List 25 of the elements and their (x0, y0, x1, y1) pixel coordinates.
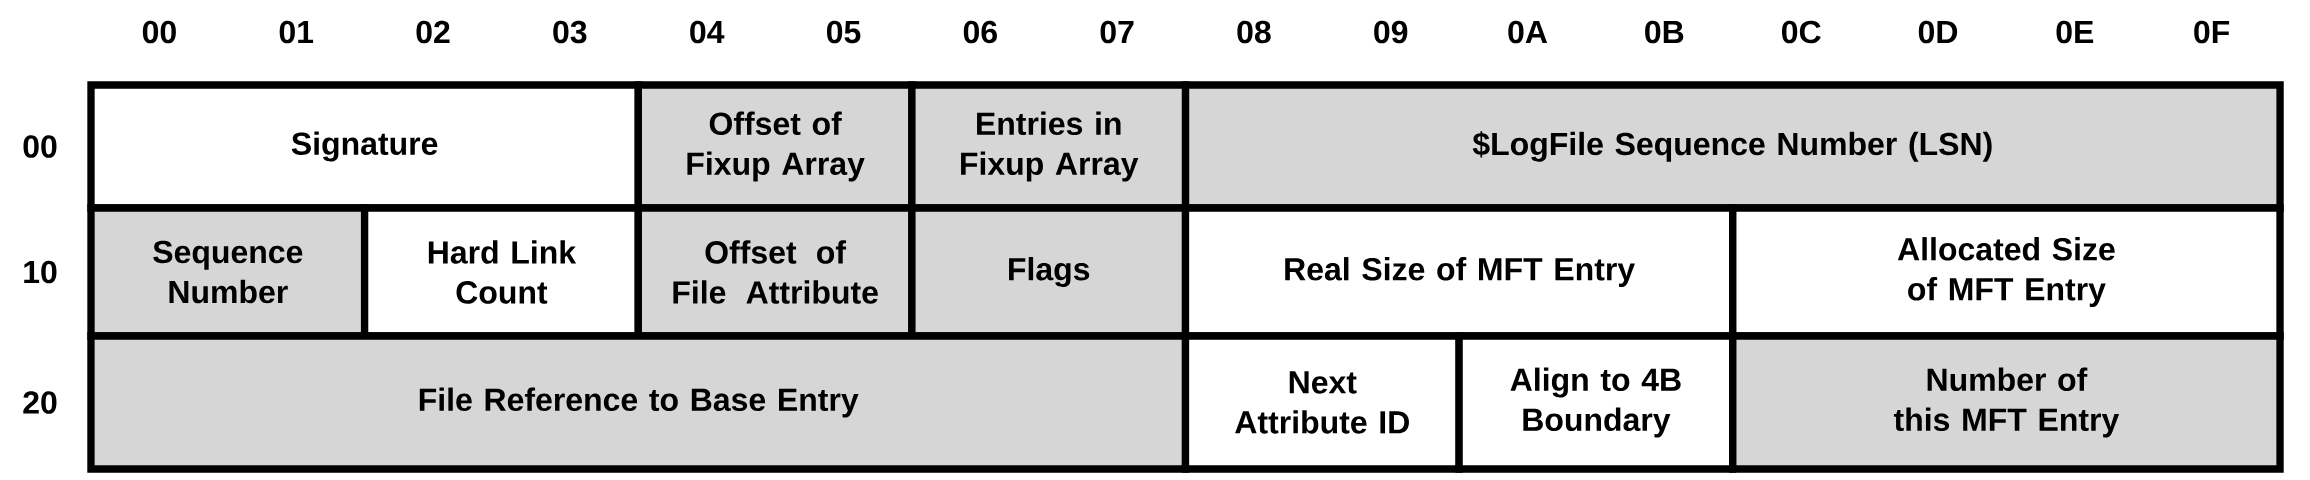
table-cell: Align to 4B Boundary (1455, 332, 1737, 473)
column-offset: 01 (279, 20, 314, 44)
column-offset: 00 (142, 20, 176, 44)
row-offset: 20 (23, 391, 57, 414)
column-offset: 03 (553, 20, 587, 44)
table-cell: Sequence Number (87, 204, 369, 340)
column-offset: 06 (963, 20, 997, 44)
column-offset: 0F (2194, 20, 2230, 44)
column-offset: 02 (416, 20, 450, 44)
table-cell: Next Attribute ID (1181, 332, 1463, 473)
column-offset: 0B (1645, 20, 1684, 44)
row-offset: 10 (24, 260, 57, 284)
row-offset: 00 (23, 135, 57, 158)
column-offset: 0D (1918, 20, 1958, 44)
column-offset: 0C (1782, 20, 1821, 44)
column-offset: 0E (2056, 20, 2094, 44)
column-offset: 08 (1237, 20, 1271, 44)
table-cell: Number of this MFT Entry (1729, 332, 2284, 473)
column-offset: 07 (1100, 20, 1134, 44)
column-offset: 0A (1508, 20, 1548, 44)
column-offset: 04 (690, 20, 725, 44)
table-cell: Allocated Size of MFT Entry (1729, 204, 2284, 340)
column-offset: 05 (827, 20, 861, 44)
column-offset: 09 (1374, 20, 1408, 44)
table-cell: Signature (87, 81, 642, 212)
